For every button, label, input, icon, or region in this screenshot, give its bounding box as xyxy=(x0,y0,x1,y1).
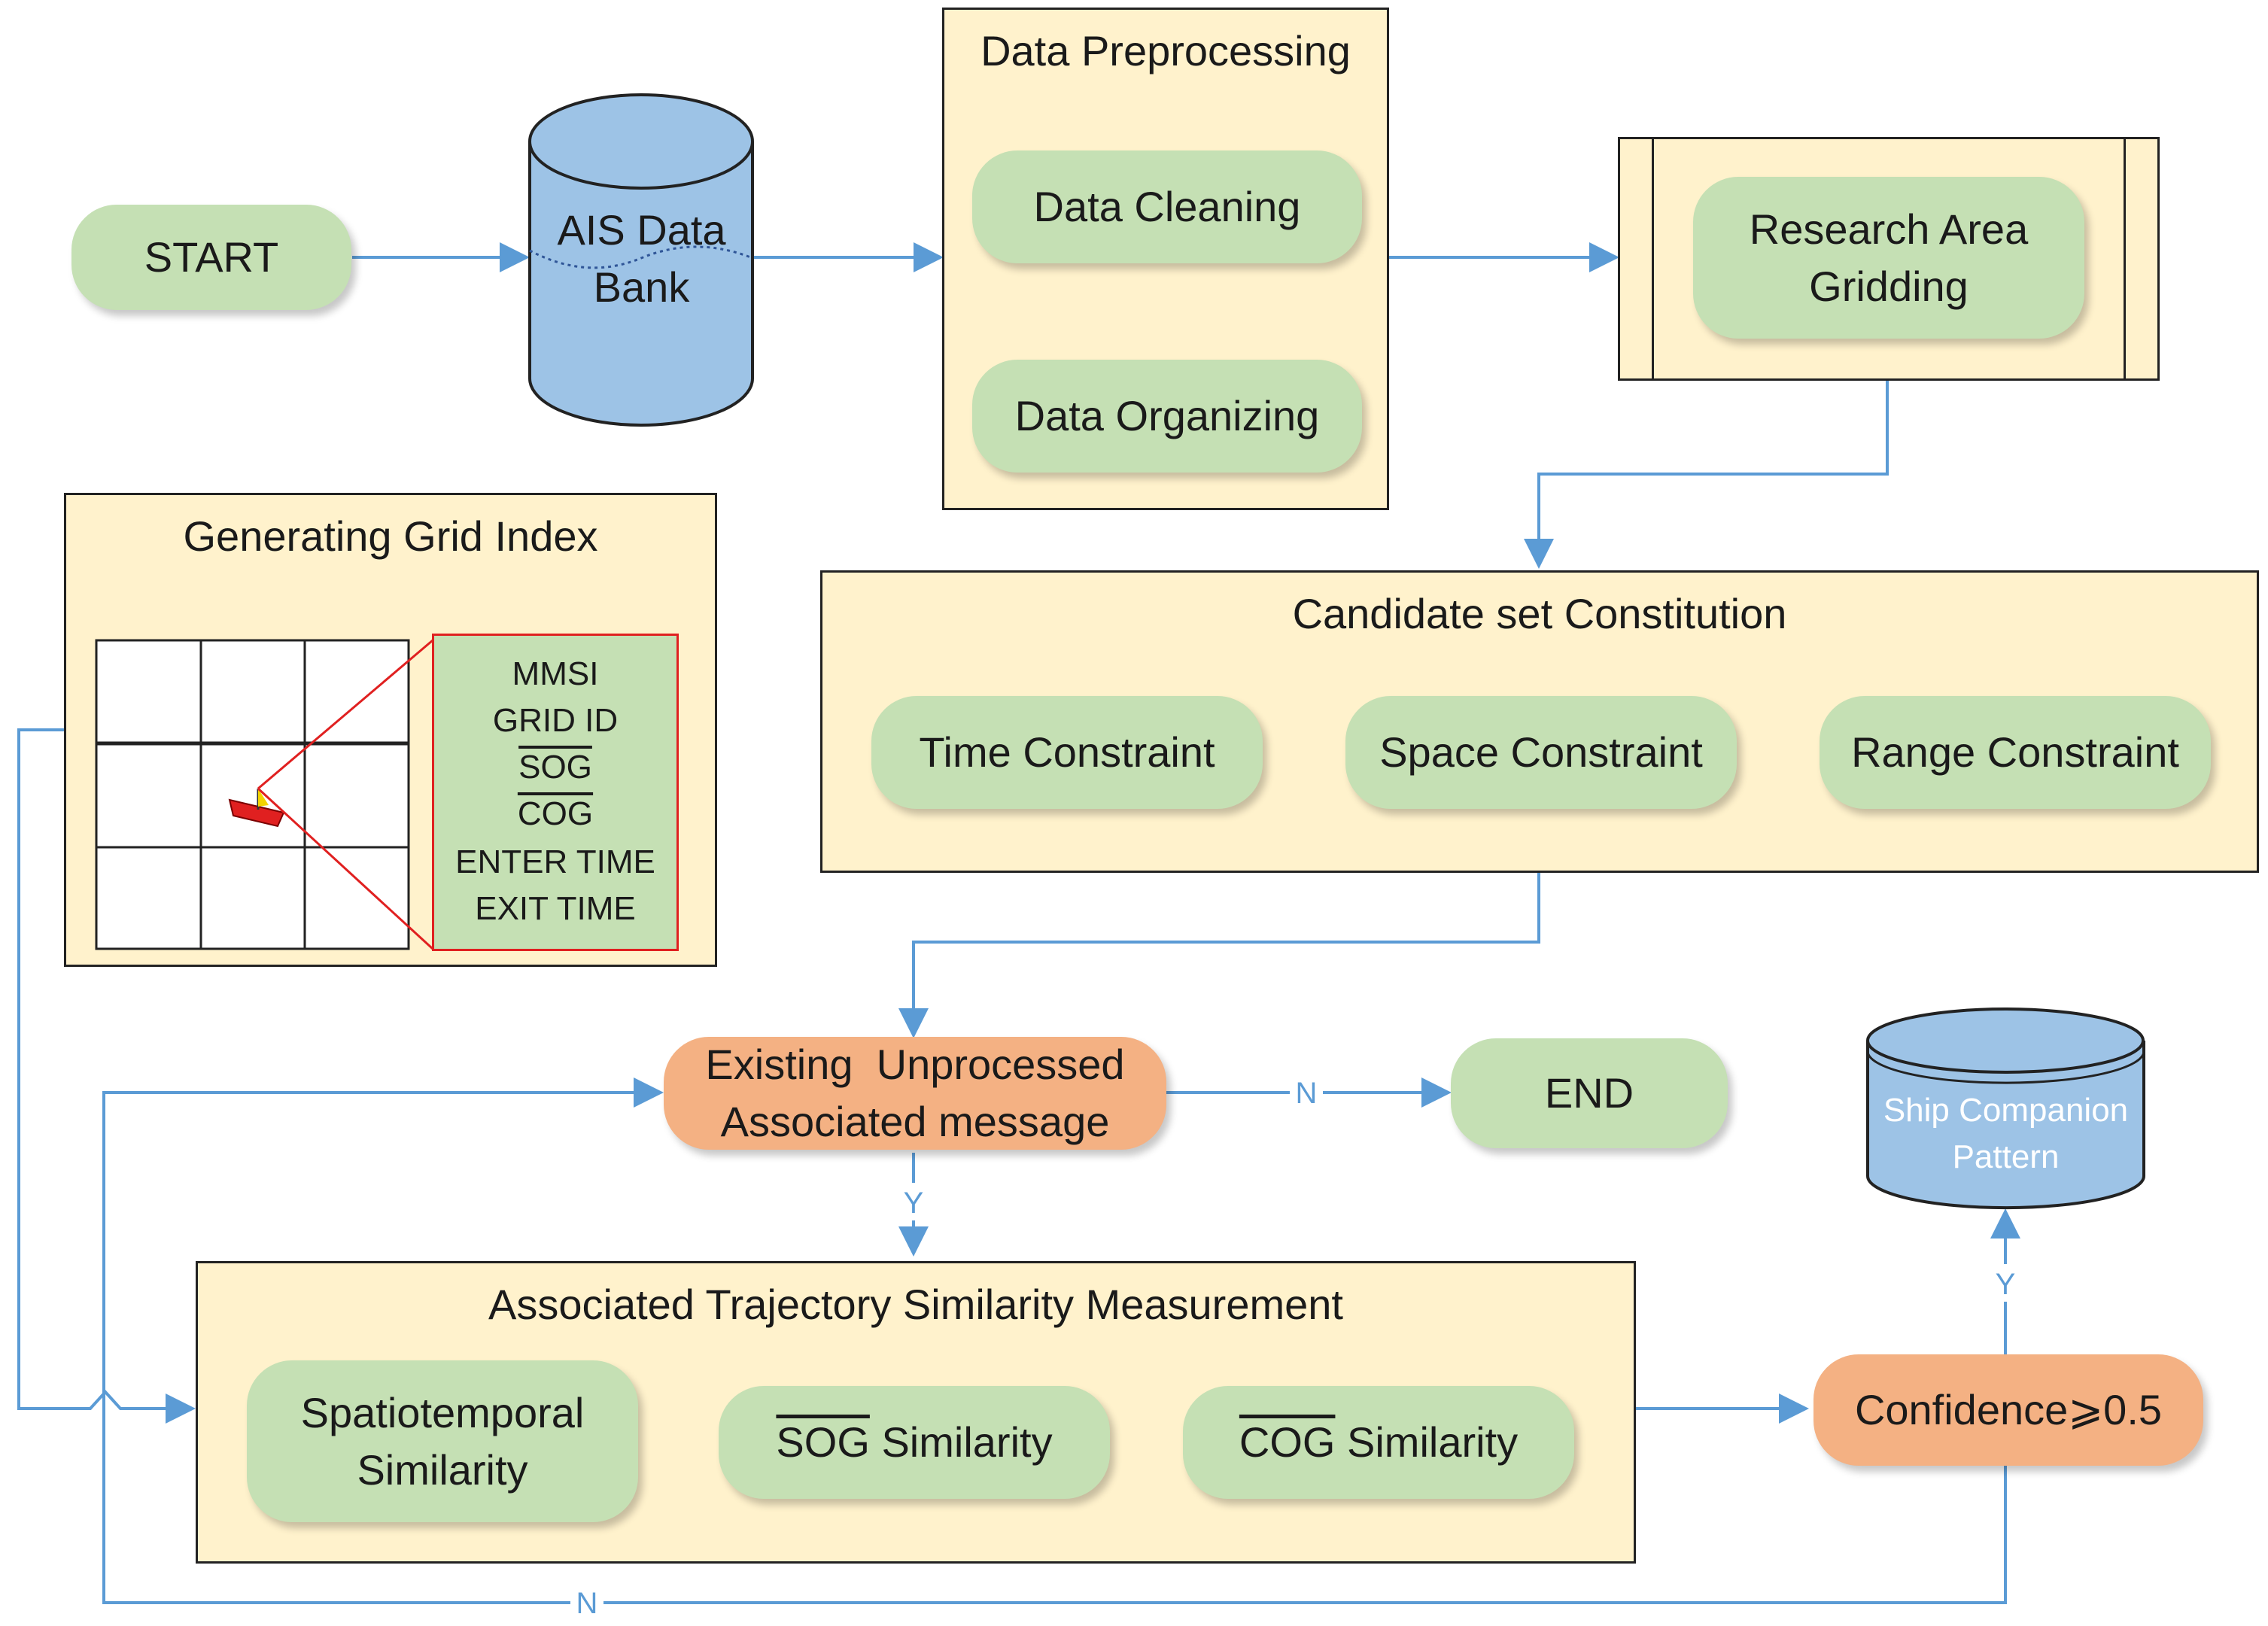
grid-field-cog: COG xyxy=(517,795,594,832)
space-constraint-label: Space Constraint xyxy=(1379,728,1703,777)
data-cleaning-label: Data Cleaning xyxy=(1033,183,1301,231)
sog-similarity-node: SOG Similarity xyxy=(719,1386,1110,1499)
research-label-line2: Gridding xyxy=(1809,262,1969,310)
ais-label-line2: Bank xyxy=(593,263,690,311)
database-icon xyxy=(528,93,754,427)
confidence-decision: Confidence⩾0.5 xyxy=(1813,1354,2203,1466)
time-constraint-node: Time Constraint xyxy=(871,696,1263,809)
edge-label-y-pattern: Y xyxy=(1996,1268,2016,1301)
ais-label-line1: AIS Data xyxy=(557,206,726,254)
sog-abbr-label: SOG xyxy=(776,1418,870,1466)
panel-title-candidate: Candidate set Constitution xyxy=(1292,590,1787,637)
arrow-grid-index-to-similarity xyxy=(17,728,196,1424)
start-node: START xyxy=(71,205,351,310)
ship-companion-pattern-db: Ship Companion Pattern xyxy=(1865,1004,2147,1211)
ship-icon xyxy=(228,789,285,828)
cog-abbr-label: COG xyxy=(1239,1418,1336,1466)
spatio-label-line1: Spatiotemporal xyxy=(300,1388,585,1436)
data-organizing-label: Data Organizing xyxy=(1014,392,1320,440)
panel-title-preprocessing: Data Preprocessing xyxy=(980,27,1351,74)
grid-field-exit-time: EXIT TIME xyxy=(475,890,636,927)
grid-illustration xyxy=(95,639,434,950)
arrow-candidate-to-existing xyxy=(898,871,1540,1038)
existing-label-line2: Associated message xyxy=(720,1098,1110,1145)
panel-title-grid-index: Generating Grid Index xyxy=(183,512,598,560)
data-cleaning-node: Data Cleaning xyxy=(972,150,1362,263)
cog-similarity-label: Similarity xyxy=(1335,1418,1519,1466)
range-constraint-label: Range Constraint xyxy=(1851,728,2179,777)
research-area-gridding-node: Research Area Gridding xyxy=(1693,177,2084,339)
end-label: END xyxy=(1544,1069,1634,1117)
arrow-confidence-loop-back xyxy=(102,1077,2007,1604)
research-label-line1: Research Area xyxy=(1749,205,2029,253)
range-constraint-node: Range Constraint xyxy=(1820,696,2211,809)
arrow-research-to-candidate xyxy=(1524,380,1889,569)
grid-field-grid-id: GRID ID xyxy=(492,702,619,739)
grid-record-callout: MMSI GRID ID SOG COG ENTER TIME EXIT TIM… xyxy=(432,634,679,951)
panel-title-similarity: Associated Trajectory Similarity Measure… xyxy=(488,1281,1343,1328)
sog-similarity-label: Similarity xyxy=(869,1418,1053,1466)
database-icon xyxy=(1866,1008,2145,1210)
cog-similarity-node: COG Similarity xyxy=(1183,1386,1574,1499)
space-constraint-node: Space Constraint xyxy=(1345,696,1737,809)
edge-label-n-end: N xyxy=(1296,1077,1318,1110)
data-organizing-node: Data Organizing xyxy=(972,360,1362,473)
spatiotemporal-similarity-node: Spatiotemporal Similarity xyxy=(247,1360,638,1522)
edge-label-y-similarity: Y xyxy=(904,1187,924,1220)
end-node: END xyxy=(1451,1038,1728,1148)
edge-label-n-loop: N xyxy=(576,1587,598,1620)
ship-label-line2: Pattern xyxy=(1952,1138,2060,1175)
grid-field-enter-time: ENTER TIME xyxy=(455,843,655,880)
grid-field-mmsi: MMSI xyxy=(512,655,599,692)
grid-field-sog: SOG xyxy=(518,749,592,786)
time-constraint-label: Time Constraint xyxy=(919,728,1215,777)
ais-data-bank: AIS Data Bank xyxy=(527,89,756,431)
confidence-label: Confidence⩾0.5 xyxy=(1854,1386,2163,1434)
spatio-label-line2: Similarity xyxy=(357,1445,528,1494)
start-label: START xyxy=(144,233,279,281)
existing-label-line1: Existing Unprocessed xyxy=(705,1041,1125,1089)
existing-unprocessed-decision: Existing Unprocessed Associated message xyxy=(664,1037,1166,1150)
ship-label-line1: Ship Companion xyxy=(1883,1092,2129,1129)
